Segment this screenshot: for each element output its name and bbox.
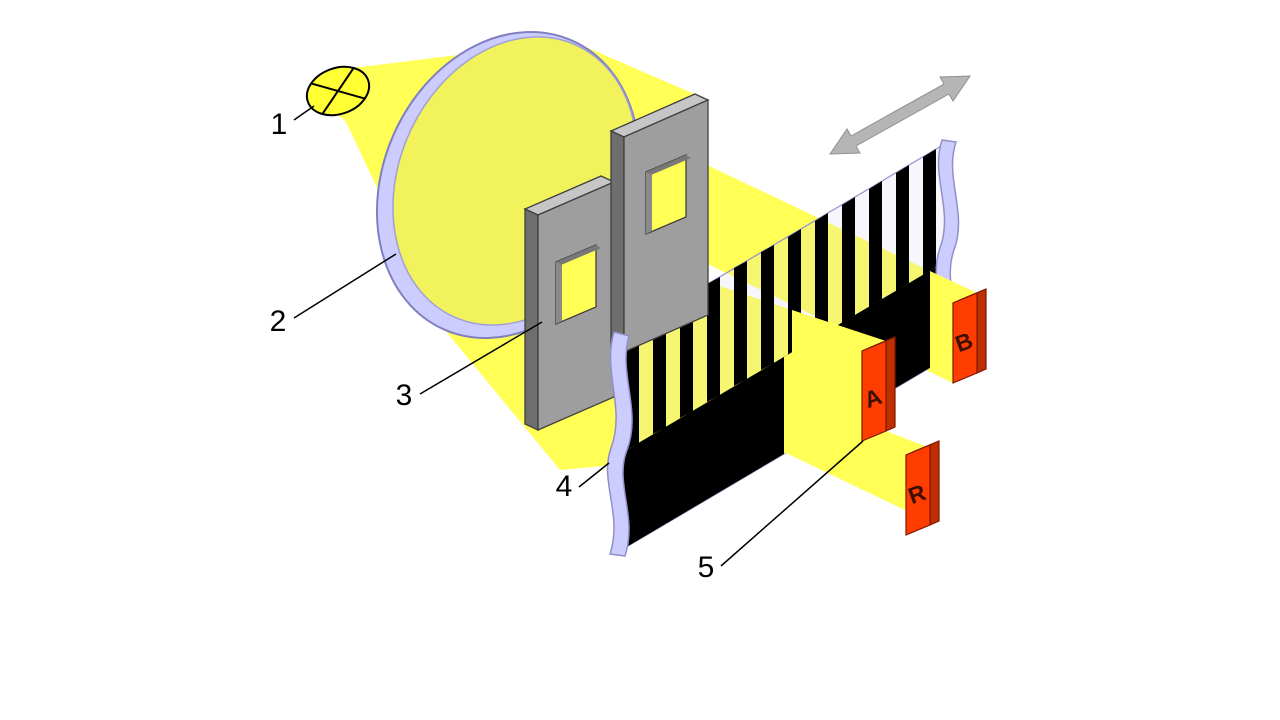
- callout-line-3: [419, 321, 543, 395]
- light-source: [305, 65, 371, 117]
- detector-b-front-face: [952, 292, 978, 384]
- code-strip-stripe: [923, 149, 936, 275]
- callout-line-1: [293, 105, 315, 121]
- code-strip-left-torn-edge: [606, 331, 633, 557]
- detector-r: R: [905, 440, 940, 536]
- detector-a-side-face: [885, 336, 896, 432]
- detector-b-side-face: [976, 288, 987, 374]
- code-strip-stripe: [653, 309, 666, 434]
- code-strip-stripe: [734, 261, 747, 386]
- callout-line-4: [578, 462, 610, 488]
- mask-window-left-inner-side: [556, 262, 562, 324]
- callout-label-light-source: 1: [271, 108, 288, 141]
- code-strip-stripe: [761, 245, 774, 370]
- mask: [523, 93, 710, 432]
- mask-plate-left-side-face: [524, 207, 539, 432]
- mask-window-left-inner-top: [556, 245, 601, 265]
- code-strip-stripe: [869, 181, 882, 307]
- callout-line-2: [293, 253, 397, 319]
- code-strip-stripe: [707, 277, 720, 402]
- code-strip: [617, 141, 949, 553]
- detector-b: B: [952, 288, 987, 384]
- reference-beam: [784, 392, 930, 522]
- callout-label-photodetector: 5: [698, 551, 715, 584]
- mask-plate-right-side-face: [610, 129, 625, 354]
- index-track-opaque-band: [618, 260, 948, 552]
- mask-window-right-inner-side: [646, 172, 652, 234]
- code-strip-stripe: [815, 213, 828, 339]
- bulb-cross-line: [321, 67, 355, 115]
- double-arrow-icon: [829, 75, 971, 155]
- callout-line-5: [720, 440, 864, 567]
- code-strip-stripe: [842, 197, 855, 323]
- motion-arrow: [829, 75, 971, 155]
- detector-a: A: [861, 336, 896, 442]
- callout-label-lens: 2: [270, 305, 287, 338]
- callout-label-code-strip: 4: [556, 470, 573, 503]
- code-strip-stripes: [626, 149, 936, 450]
- code-strip-stripe: [896, 165, 909, 291]
- mask-plate-right-front-face: [623, 99, 709, 353]
- callout-label-mask: 3: [396, 379, 413, 412]
- reference-beam-shape: [784, 392, 930, 522]
- detector-r-front-face: [905, 444, 931, 536]
- detector-r-side-face: [929, 440, 940, 526]
- mask-window-right-inner-top: [646, 155, 691, 175]
- mask-plate-right: [609, 93, 710, 354]
- callouts: 1 2 3 4 5: [270, 105, 864, 584]
- detector-a-front-face: [861, 340, 887, 442]
